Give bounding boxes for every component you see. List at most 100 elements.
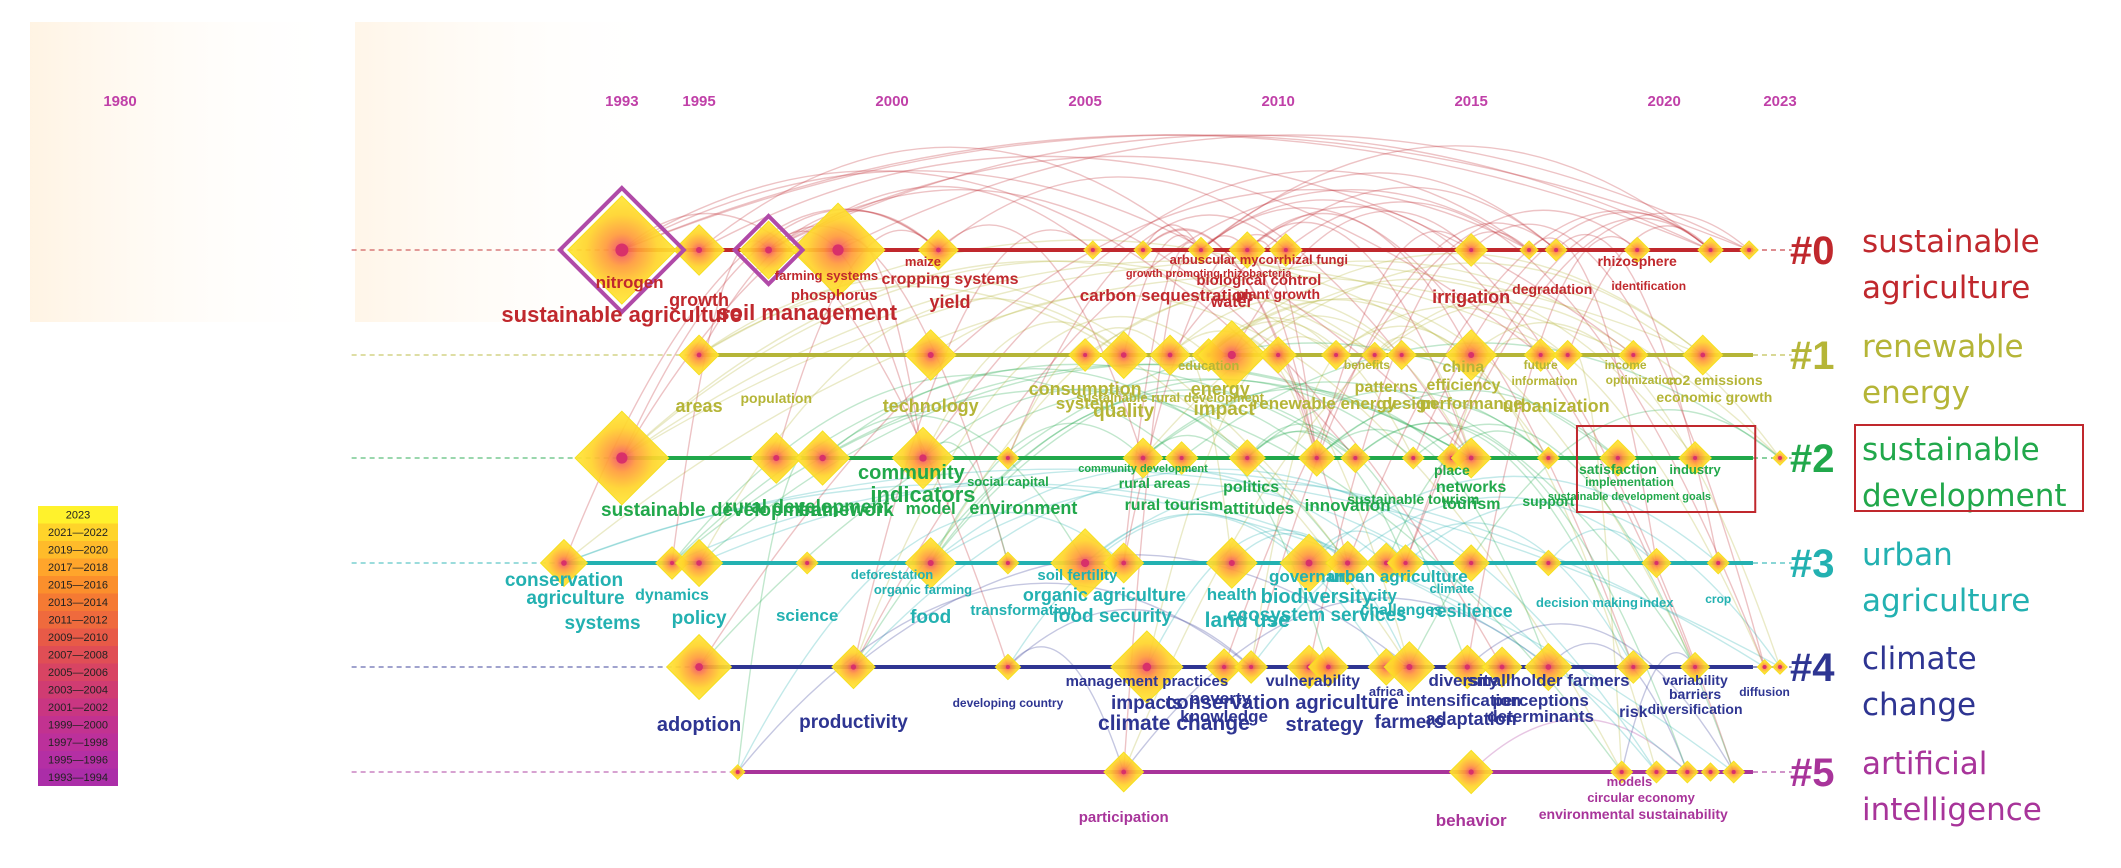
keyword-label: productivity — [799, 712, 908, 733]
citation-arc — [930, 378, 1414, 564]
citation-arc — [1123, 597, 1549, 773]
citation-arc — [737, 582, 1252, 773]
node-core — [1565, 353, 1570, 357]
node-core — [1249, 665, 1254, 669]
keyword-label: management practices — [1066, 673, 1229, 690]
keyword-label: vulnerability — [1266, 673, 1360, 690]
keyword-label: satisfaction — [1579, 461, 1657, 477]
citation-arc — [1316, 401, 1549, 459]
citation-arc — [922, 321, 1125, 459]
keyword-label: participation — [1079, 809, 1169, 826]
citation-arc — [1208, 252, 1704, 356]
cluster-name: climate — [1862, 641, 1977, 677]
citation-arc — [852, 468, 1472, 668]
node-core — [1654, 561, 1659, 565]
keyword-label: patterns — [1355, 379, 1418, 396]
node-core — [819, 454, 826, 462]
keyword-label: yield — [929, 292, 970, 312]
year-tick-label: 1995 — [682, 93, 715, 110]
citation-arc — [1142, 381, 1696, 668]
citation-arc — [621, 260, 1568, 459]
citation-arc — [698, 378, 1472, 668]
node-core — [1167, 352, 1173, 358]
legend-swatch — [38, 681, 118, 699]
citation-arc — [1404, 212, 1750, 564]
keyword-label: policy — [672, 608, 727, 629]
keyword-label: diversification — [1648, 701, 1743, 717]
citation-arc — [1528, 237, 1658, 564]
legend-swatch — [38, 611, 118, 629]
keyword-label: future — [1524, 358, 1558, 372]
cluster-id: #1 — [1790, 334, 1835, 378]
citation-arc — [768, 225, 1009, 564]
node-core — [696, 560, 702, 566]
citation-arc — [822, 414, 1086, 564]
citation-arc — [621, 260, 1337, 459]
node-core — [616, 452, 628, 464]
node-core — [1546, 456, 1551, 460]
citation-arc — [698, 155, 1542, 356]
citation-arc — [1405, 501, 1781, 668]
citation-arc — [1200, 235, 1318, 459]
legend-swatch — [38, 506, 118, 524]
citation-arc — [1250, 222, 1557, 668]
keyword-label: energy — [1191, 379, 1250, 399]
cluster-name: urban — [1862, 537, 1953, 573]
keyword-label: determinants — [1487, 707, 1594, 726]
keyword-label: china — [1443, 359, 1485, 376]
citation-arc — [1466, 623, 1735, 773]
keyword-label: index — [1639, 595, 1674, 610]
legend-swatch — [38, 558, 118, 576]
keyword-label: smallholder farmers — [1467, 671, 1630, 690]
keyword-label: irrigation — [1432, 287, 1510, 307]
citation-arc — [1231, 210, 1472, 356]
citation-arc — [1335, 325, 1658, 773]
keyword-label: performance — [1420, 394, 1523, 413]
legend-swatch — [38, 768, 118, 786]
citation-arc — [1374, 288, 1781, 459]
cluster-name: artificial — [1862, 746, 1987, 782]
legend-swatch — [38, 523, 118, 541]
citation-arc — [1007, 214, 1287, 459]
keyword-label: rural areas — [1119, 475, 1191, 491]
citation-arc — [621, 260, 1376, 459]
node-core — [1708, 248, 1713, 252]
node-core — [1762, 665, 1767, 669]
keyword-label: developing country — [953, 696, 1064, 710]
node-core — [1372, 353, 1377, 357]
keyword-label: industry — [1669, 462, 1721, 477]
citation-arc — [563, 275, 1634, 564]
legend-swatch — [38, 576, 118, 594]
citation-arc — [671, 374, 1183, 564]
keyword-label: ecosystem services — [1227, 605, 1407, 626]
citation-arc — [1084, 483, 1658, 773]
keyword-label: place — [1434, 462, 1470, 478]
legend-swatch — [38, 716, 118, 734]
legend-swatch — [38, 628, 118, 646]
citation-arc — [930, 394, 1318, 564]
keyword-label: resilience — [1430, 601, 1513, 621]
citation-arc — [922, 170, 1530, 459]
citation-arc — [698, 188, 1530, 668]
node-core — [1731, 770, 1736, 774]
node-core — [1334, 353, 1339, 357]
legend-label: 1995—1996 — [48, 755, 108, 767]
keyword-label: governance — [1269, 567, 1364, 586]
citation-arc — [621, 208, 939, 459]
node-core — [1619, 770, 1624, 774]
cluster-id: #5 — [1790, 751, 1835, 795]
keyword-label: intensification — [1406, 691, 1521, 710]
cluster-id: #2 — [1790, 437, 1835, 481]
citation-arc — [1007, 513, 1310, 668]
keyword-label: circular economy — [1587, 790, 1695, 805]
node-core — [696, 246, 703, 254]
keyword-label: quality — [1093, 401, 1155, 422]
keyword-label: poverty — [1190, 689, 1252, 708]
keyword-label: rural development — [725, 497, 890, 518]
legend-label: 2005—2006 — [48, 667, 108, 679]
keyword-label: city — [1368, 586, 1398, 605]
node-core — [1403, 560, 1408, 566]
keyword-label: soil fertility — [1037, 567, 1118, 584]
node-core — [936, 247, 941, 253]
keyword-label: nitrogen — [596, 273, 664, 292]
